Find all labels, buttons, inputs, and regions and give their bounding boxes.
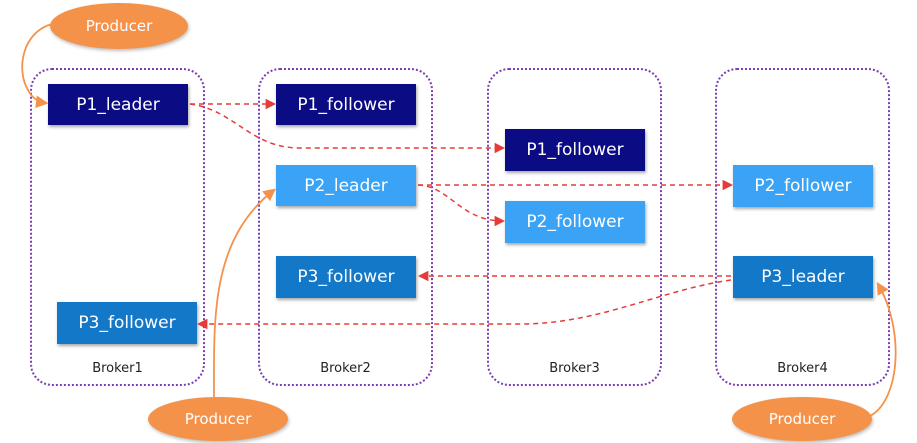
producer-bottom-left: Producer [148,397,288,441]
b1-p3-follower: P3_follower [57,302,197,344]
replica-arrow-p1-b1-to-b3 [189,103,506,154]
broker-2: Broker2 [258,68,433,386]
b1-p1-leader: P1_leader [48,84,188,125]
broker-3-label: Broker3 [549,361,600,376]
b2-p1-follower: P1_follower [276,84,416,125]
b4-p2-follower: P2_follower [733,165,873,207]
b2-p3-follower: P3_follower [276,256,416,298]
producer-arrow-to-p1-leader [21,23,53,108]
b3-p1-follower: P1_follower [505,129,645,171]
broker-3: Broker3 [487,68,662,386]
broker-4-label: Broker4 [777,361,828,376]
broker-2-label: Broker2 [320,361,371,376]
broker-4: Broker4 [715,68,890,386]
b2-p2-leader: P2_leader [276,165,416,206]
broker-1: Broker1 [30,68,205,386]
producer-bottom-right: Producer [732,397,872,441]
replica-arrow-p2-b2-to-b3 [417,184,506,227]
producer-arrow-to-p3-leader [869,281,897,417]
broker-1-label: Broker1 [92,361,143,376]
producer-arrow-to-p2-leader [213,188,276,398]
b4-p3-leader: P3_leader [733,256,873,298]
replica-arrow-p3-b4-to-b1 [196,279,732,330]
producer-top-left: Producer [50,3,188,49]
b3-p2-follower: P2_follower [505,201,645,243]
